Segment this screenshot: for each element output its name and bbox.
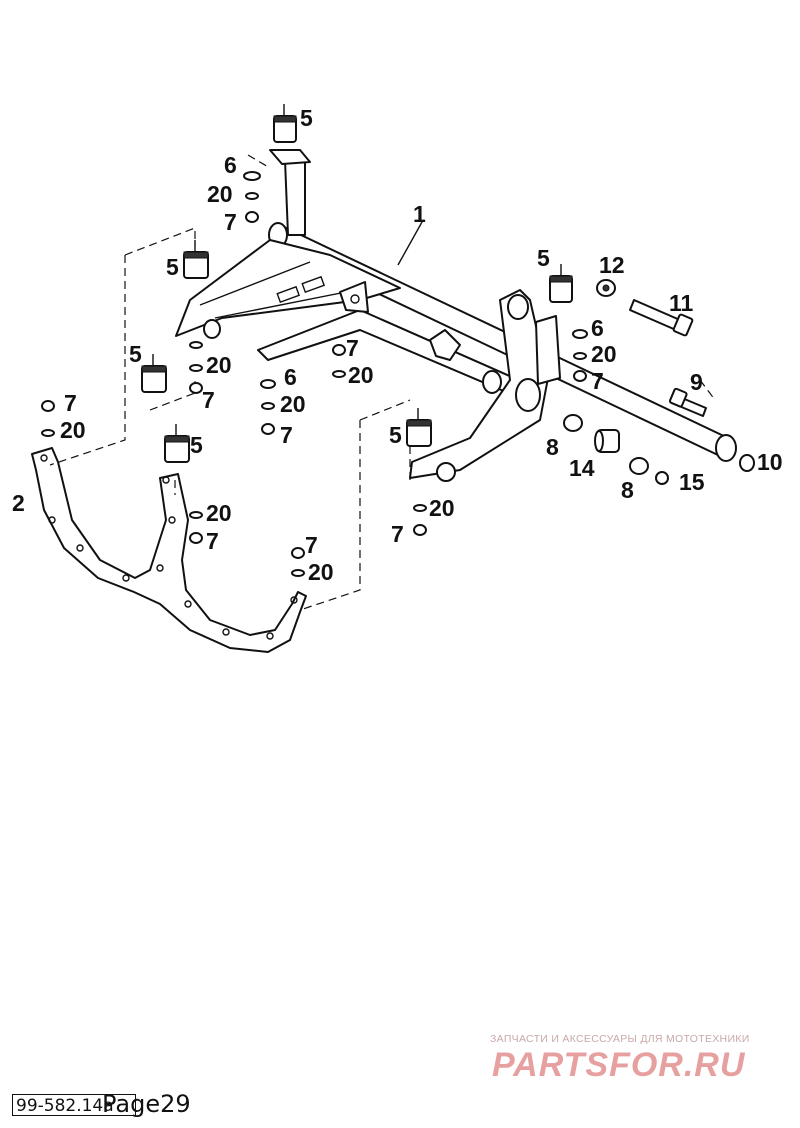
callout-20: 20 [429, 495, 455, 521]
rubber-mount-icon [141, 104, 573, 463]
callout-6: 6 [284, 364, 297, 390]
callout-14: 14 [569, 455, 595, 481]
callout-5: 5 [300, 105, 313, 131]
callout-6: 6 [591, 315, 604, 341]
callout-5: 5 [129, 341, 142, 367]
callout-20: 20 [308, 559, 334, 585]
callout-20: 20 [206, 500, 232, 526]
callout-10: 10 [757, 449, 783, 475]
document-code: 99-582.14a [12, 1094, 136, 1116]
callout-11: 11 [669, 290, 694, 316]
washer-nut-hardware [41, 171, 588, 577]
callout-8: 8 [546, 434, 559, 460]
callout-20: 20 [60, 417, 86, 443]
callout-7: 7 [206, 528, 219, 554]
callout-7: 7 [224, 209, 237, 235]
callout-20: 20 [207, 181, 233, 207]
support-plate [31, 447, 307, 653]
callout-8: 8 [621, 477, 634, 503]
callout-20: 20 [591, 341, 617, 367]
callout-7: 7 [64, 390, 77, 416]
callout-20: 20 [206, 352, 232, 378]
callout-12: 12 [599, 252, 625, 278]
callout-5: 5 [166, 254, 179, 280]
callout-7: 7 [346, 335, 359, 361]
callout-5: 5 [537, 245, 550, 271]
callout-15: 15 [679, 469, 705, 495]
callout-5: 5 [389, 422, 402, 448]
callout-1: 1 [413, 201, 426, 227]
callout-7: 7 [280, 422, 293, 448]
callout-7: 7 [391, 521, 404, 547]
watermark-tagline: ЗАПЧАСТИ И АКСЕССУАРЫ ДЛЯ МОТОТЕХНИКИ [490, 1033, 750, 1045]
callout-7: 7 [202, 387, 215, 413]
callout-7: 7 [591, 368, 604, 394]
callout-2: 2 [12, 490, 25, 516]
bolt-bushing-hardware [563, 279, 755, 485]
callout-20: 20 [348, 362, 374, 388]
page-number: Page29 [102, 1090, 191, 1118]
callout-20: 20 [280, 391, 306, 417]
callout-5: 5 [190, 432, 203, 458]
watermark-logo: PARTSFOR.RU [492, 1046, 746, 1084]
callout-7: 7 [305, 532, 318, 558]
alignment-lines [49, 154, 716, 611]
callout-labels: 1 2 5 5 5 5 5 5 6 6 6 20 20 20 20 20 20 … [12, 105, 783, 585]
frame-assembly [175, 149, 737, 482]
callout-6: 6 [224, 152, 237, 178]
callout-9: 9 [690, 369, 703, 395]
